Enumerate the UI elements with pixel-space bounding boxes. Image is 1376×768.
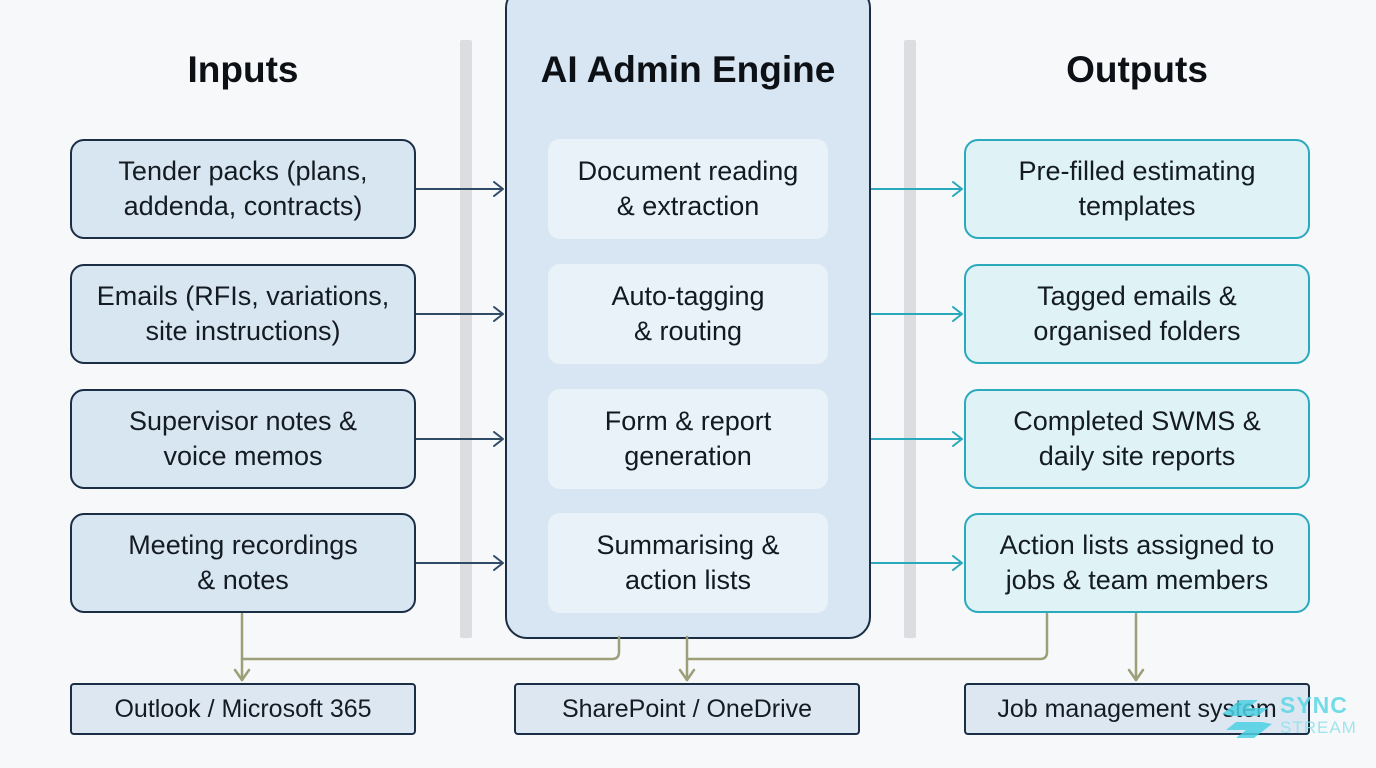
- system-sharepoint: SharePoint / OneDrive: [514, 683, 860, 735]
- input-meeting-recordings: Meeting recordings & notes: [70, 513, 416, 613]
- input-emails: Emails (RFIs, variations, site instructi…: [70, 264, 416, 364]
- input-arrow-4-head: [493, 555, 504, 571]
- input-supervisor-notes: Supervisor notes & voice memos: [70, 389, 416, 489]
- output-arrows: [871, 181, 963, 571]
- link-to-outlook-head: [233, 668, 251, 682]
- input-tender-packs: Tender packs (plans, addenda, contracts): [70, 139, 416, 239]
- engine-step-document-reading: Document reading & extraction: [548, 139, 828, 239]
- sync-logo-icon: [1222, 700, 1272, 738]
- output-arrow-2-head: [952, 306, 963, 322]
- input-arrow-3-head: [493, 431, 504, 447]
- outputs-heading: Outputs: [1066, 49, 1208, 90]
- syncstream-watermark: SYNC STREAM: [1218, 692, 1368, 746]
- output-arrow-4-head: [952, 555, 963, 571]
- input-arrows: [416, 181, 504, 571]
- output-tagged-emails: Tagged emails & organised folders: [964, 264, 1310, 364]
- link-engine-to-outlook: [240, 635, 621, 661]
- system-connectors: [233, 612, 1145, 682]
- link-to-sharepoint-head: [678, 668, 696, 682]
- engine-heading: AI Admin Engine: [540, 49, 836, 90]
- input-arrow-1-head: [493, 181, 504, 197]
- output-arrow-1-head: [952, 181, 963, 197]
- watermark-line2: STREAM: [1280, 718, 1357, 737]
- output-action-lists: Action lists assigned to jobs & team mem…: [964, 513, 1310, 613]
- inputs-heading: Inputs: [187, 49, 299, 90]
- link-to-job-management-head: [1127, 668, 1145, 682]
- output-estimating-templates: Pre-filled estimating templates: [964, 139, 1310, 239]
- output-swms-reports: Completed SWMS & daily site reports: [964, 389, 1310, 489]
- engine-step-auto-tagging: Auto-tagging & routing: [548, 264, 828, 364]
- engine-step-summarising: Summarising & action lists: [548, 513, 828, 613]
- system-outlook: Outlook / Microsoft 365: [70, 683, 416, 735]
- input-arrow-2-head: [493, 306, 504, 322]
- link-outputs-to-sharepoint: [685, 612, 1049, 661]
- engine-step-report-generation: Form & report generation: [548, 389, 828, 489]
- output-arrow-3-head: [952, 431, 963, 447]
- watermark-line1: SYNC: [1280, 692, 1348, 718]
